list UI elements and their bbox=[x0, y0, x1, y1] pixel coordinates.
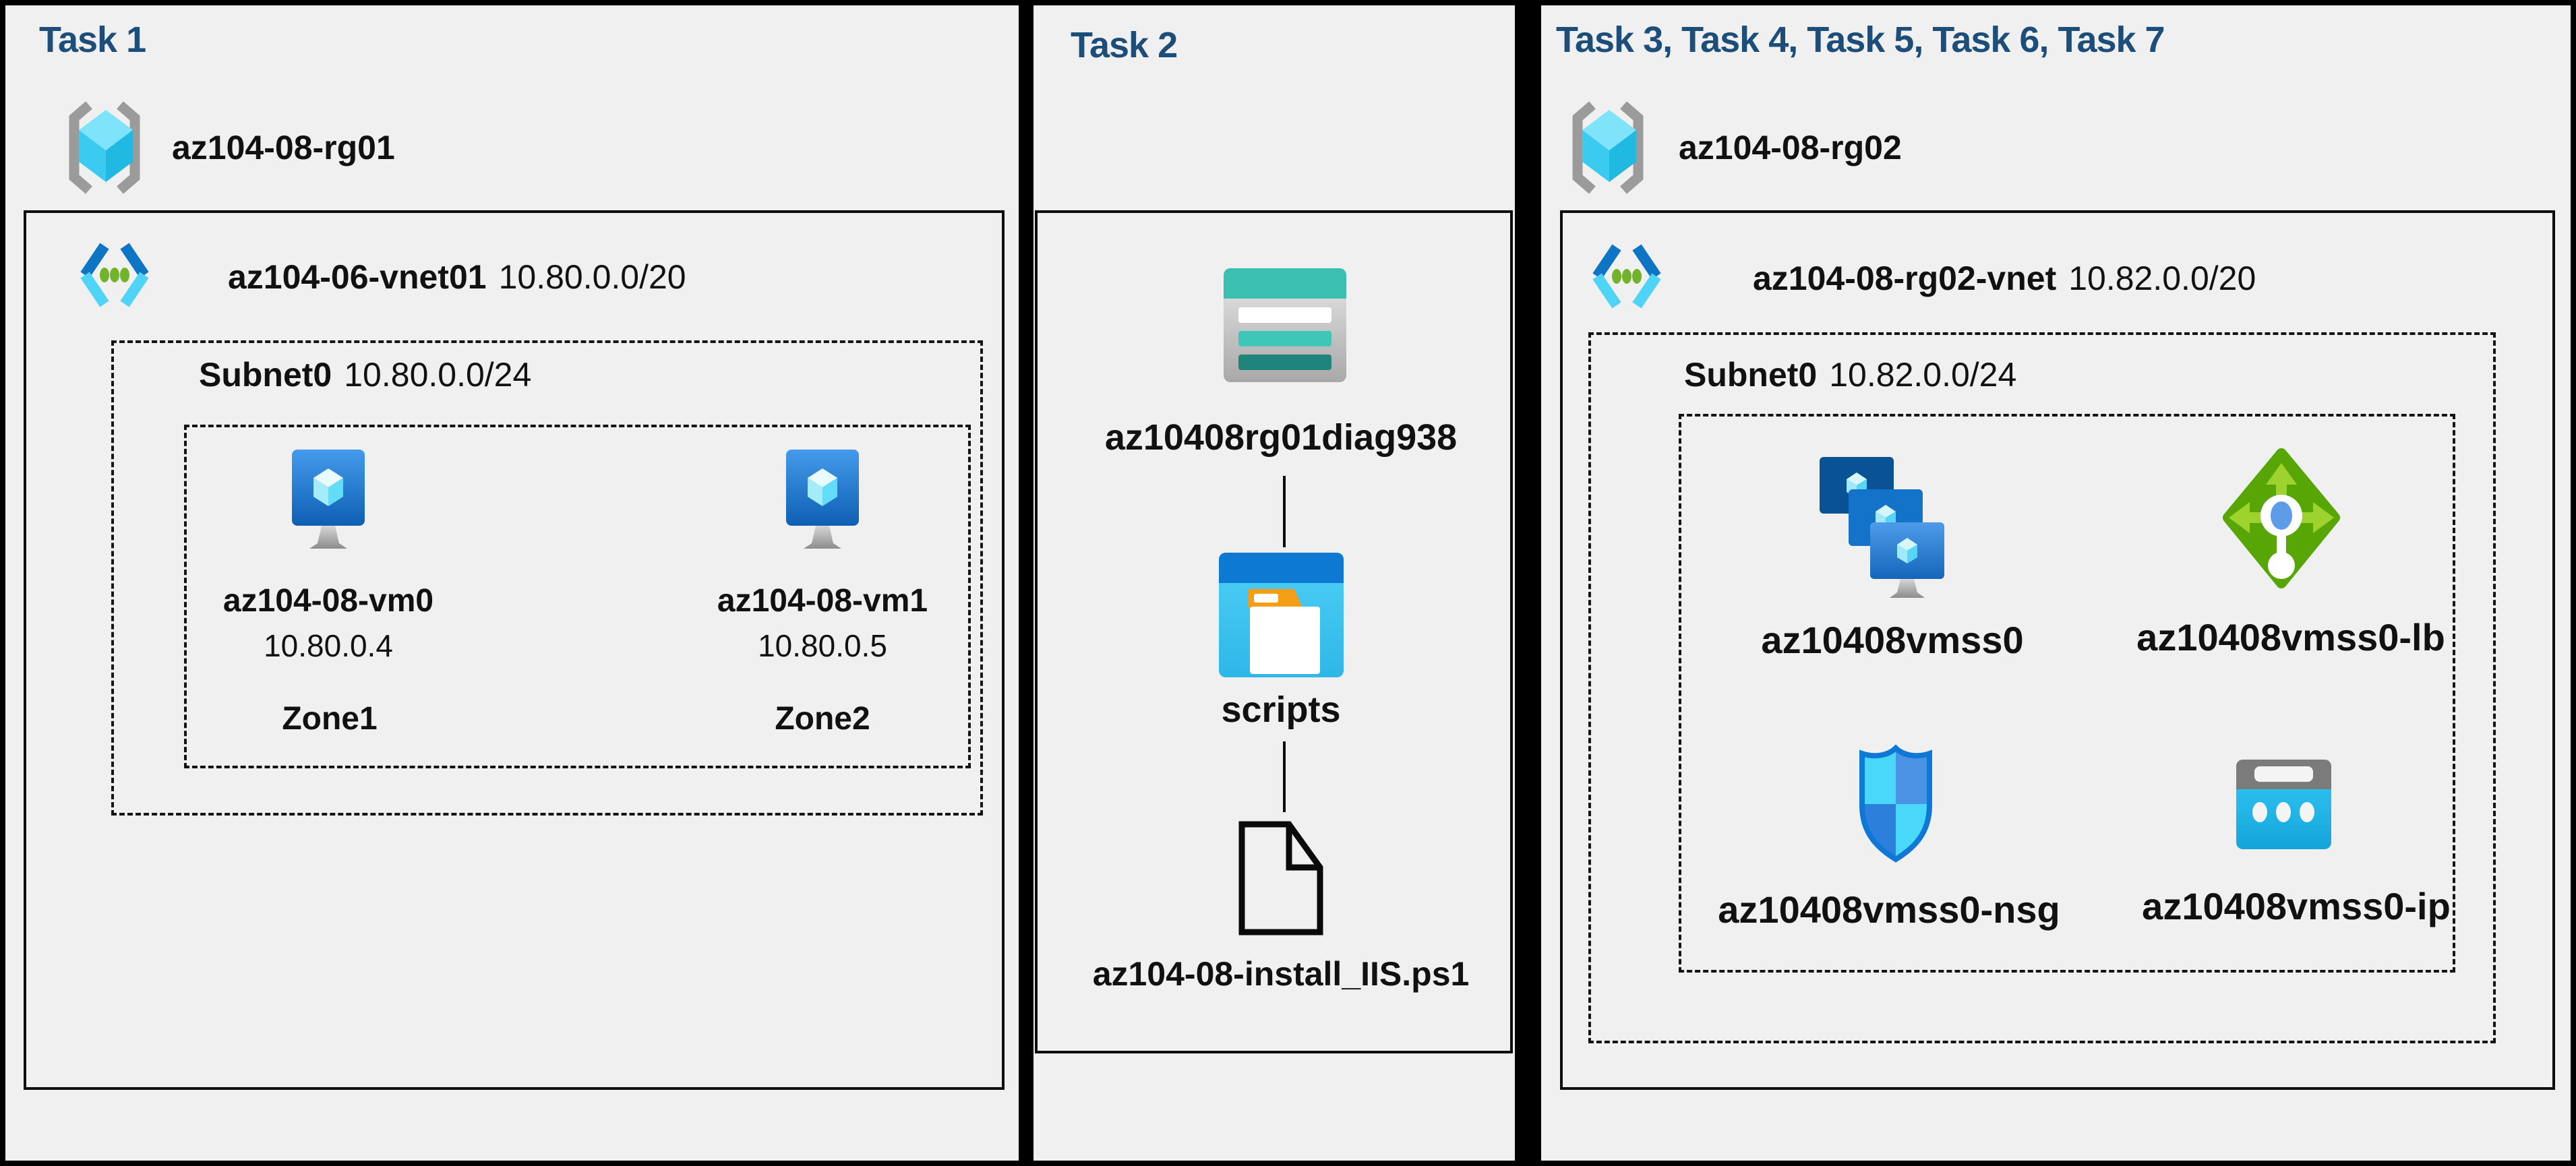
vnet-icon bbox=[1592, 244, 1661, 309]
blob-container-icon bbox=[1219, 553, 1344, 677]
task1-resource-group-icon bbox=[61, 100, 148, 195]
task3-vnet-box bbox=[1560, 210, 2555, 1090]
task1-vm1-name: az104-08-vm1 bbox=[717, 583, 928, 619]
vm-scale-set-icon bbox=[1820, 457, 1944, 598]
task2-storage-account-icon bbox=[1224, 268, 1346, 382]
task2-file-icon bbox=[1238, 820, 1324, 936]
task3-vnet-label: az104-08-rg02-vnet 10.82.0.0/20 bbox=[1753, 259, 2256, 298]
resource-group-icon bbox=[69, 101, 140, 194]
task3-subnet-name: Subnet0 bbox=[1684, 356, 1818, 394]
task1-panel: Task 1 bbox=[5, 5, 1019, 1161]
network-security-group-icon bbox=[1859, 745, 1932, 863]
task1-vnet-cidr: 10.80.0.0/20 bbox=[498, 258, 686, 296]
connector-container-to-file bbox=[1283, 741, 1286, 812]
task1-vm0-ip: 10.80.0.4 bbox=[264, 628, 393, 663]
task2-title: Task 2 bbox=[1071, 25, 1178, 65]
connector-storage-to-container bbox=[1283, 476, 1286, 547]
task1-subnet-label: Subnet0 10.80.0.0/24 bbox=[199, 355, 531, 394]
task3-vnet-cidr: 10.82.0.0/20 bbox=[2068, 259, 2256, 297]
task1-vnet-label: az104-06-vnet01 10.80.0.0/20 bbox=[228, 257, 686, 297]
task3-subnet-box bbox=[1588, 332, 2496, 1043]
task1-vm1-ip: 10.80.0.5 bbox=[758, 628, 887, 663]
storage-account-icon bbox=[1224, 268, 1346, 382]
resource-group-icon bbox=[1572, 101, 1644, 194]
task3-lb-name: az10408vmss0-lb bbox=[2136, 616, 2445, 658]
task3-subnet-cidr: 10.82.0.0/24 bbox=[1829, 356, 2017, 394]
task3-ip-name: az10408vmss0-ip bbox=[2142, 885, 2451, 927]
task1-subnet-name: Subnet0 bbox=[199, 356, 332, 394]
task1-vm0-name: az104-08-vm0 bbox=[222, 583, 434, 619]
task3-resource-group-name: az104-08-rg02 bbox=[1679, 129, 1902, 166]
task3-lb-icon bbox=[2221, 447, 2341, 591]
task1-subnet-cidr: 10.80.0.0/24 bbox=[344, 356, 532, 394]
task3-vnet-name: az104-08-rg02-vnet bbox=[1753, 259, 2057, 297]
task2-container-name: scripts bbox=[1221, 689, 1341, 730]
task3-resource-group-box bbox=[1679, 414, 2455, 973]
file-icon bbox=[1238, 821, 1323, 935]
task3-resource-group-icon bbox=[1564, 100, 1652, 195]
task3-title: Task 3, Task 4, Task 5, Task 6, Task 7 bbox=[1556, 20, 2165, 60]
task1-vm1-zone: Zone2 bbox=[775, 701, 870, 737]
task2-file-name: az104-08-install_IIS.ps1 bbox=[1092, 955, 1470, 993]
vm-icon bbox=[292, 450, 365, 549]
task3-vmss-name: az10408vmss0 bbox=[1761, 619, 2024, 661]
vm-icon bbox=[786, 450, 859, 549]
task1-vm0-icon bbox=[292, 450, 365, 557]
task2-storage-account-name: az10408rg01diag938 bbox=[1104, 417, 1458, 458]
task1-subnet-box bbox=[111, 340, 983, 816]
task1-vnet-icon bbox=[78, 241, 152, 309]
task1-vnet-box bbox=[24, 210, 1005, 1090]
load-balancer-icon bbox=[2223, 448, 2340, 588]
public-ip-icon bbox=[2236, 760, 2331, 849]
task3-subnet-label: Subnet0 10.82.0.0/24 bbox=[1684, 355, 2016, 394]
task1-vm0-zone: Zone1 bbox=[282, 701, 378, 737]
task2-content-box bbox=[1035, 210, 1513, 1053]
task3-nsg-icon bbox=[1855, 745, 1936, 863]
task3-nsg-name: az10408vmss0-nsg bbox=[1718, 888, 2060, 931]
task1-resource-group-name: az104-08-rg01 bbox=[172, 129, 395, 166]
vnet-icon bbox=[80, 243, 149, 307]
task1-vm1-icon bbox=[786, 450, 859, 557]
task1-vm-group-box bbox=[184, 425, 971, 768]
task1-vnet-name: az104-06-vnet01 bbox=[228, 258, 487, 296]
task3-vmss-icon bbox=[1820, 457, 1944, 603]
task3-ip-icon bbox=[2236, 760, 2331, 849]
task2-container-icon bbox=[1219, 553, 1344, 677]
task3-panel: Task 3, Task 4, Task 5, Task 6, Task 7 bbox=[1541, 5, 2571, 1161]
task1-title: Task 1 bbox=[39, 20, 146, 60]
task3-vnet-icon bbox=[1590, 243, 1664, 310]
